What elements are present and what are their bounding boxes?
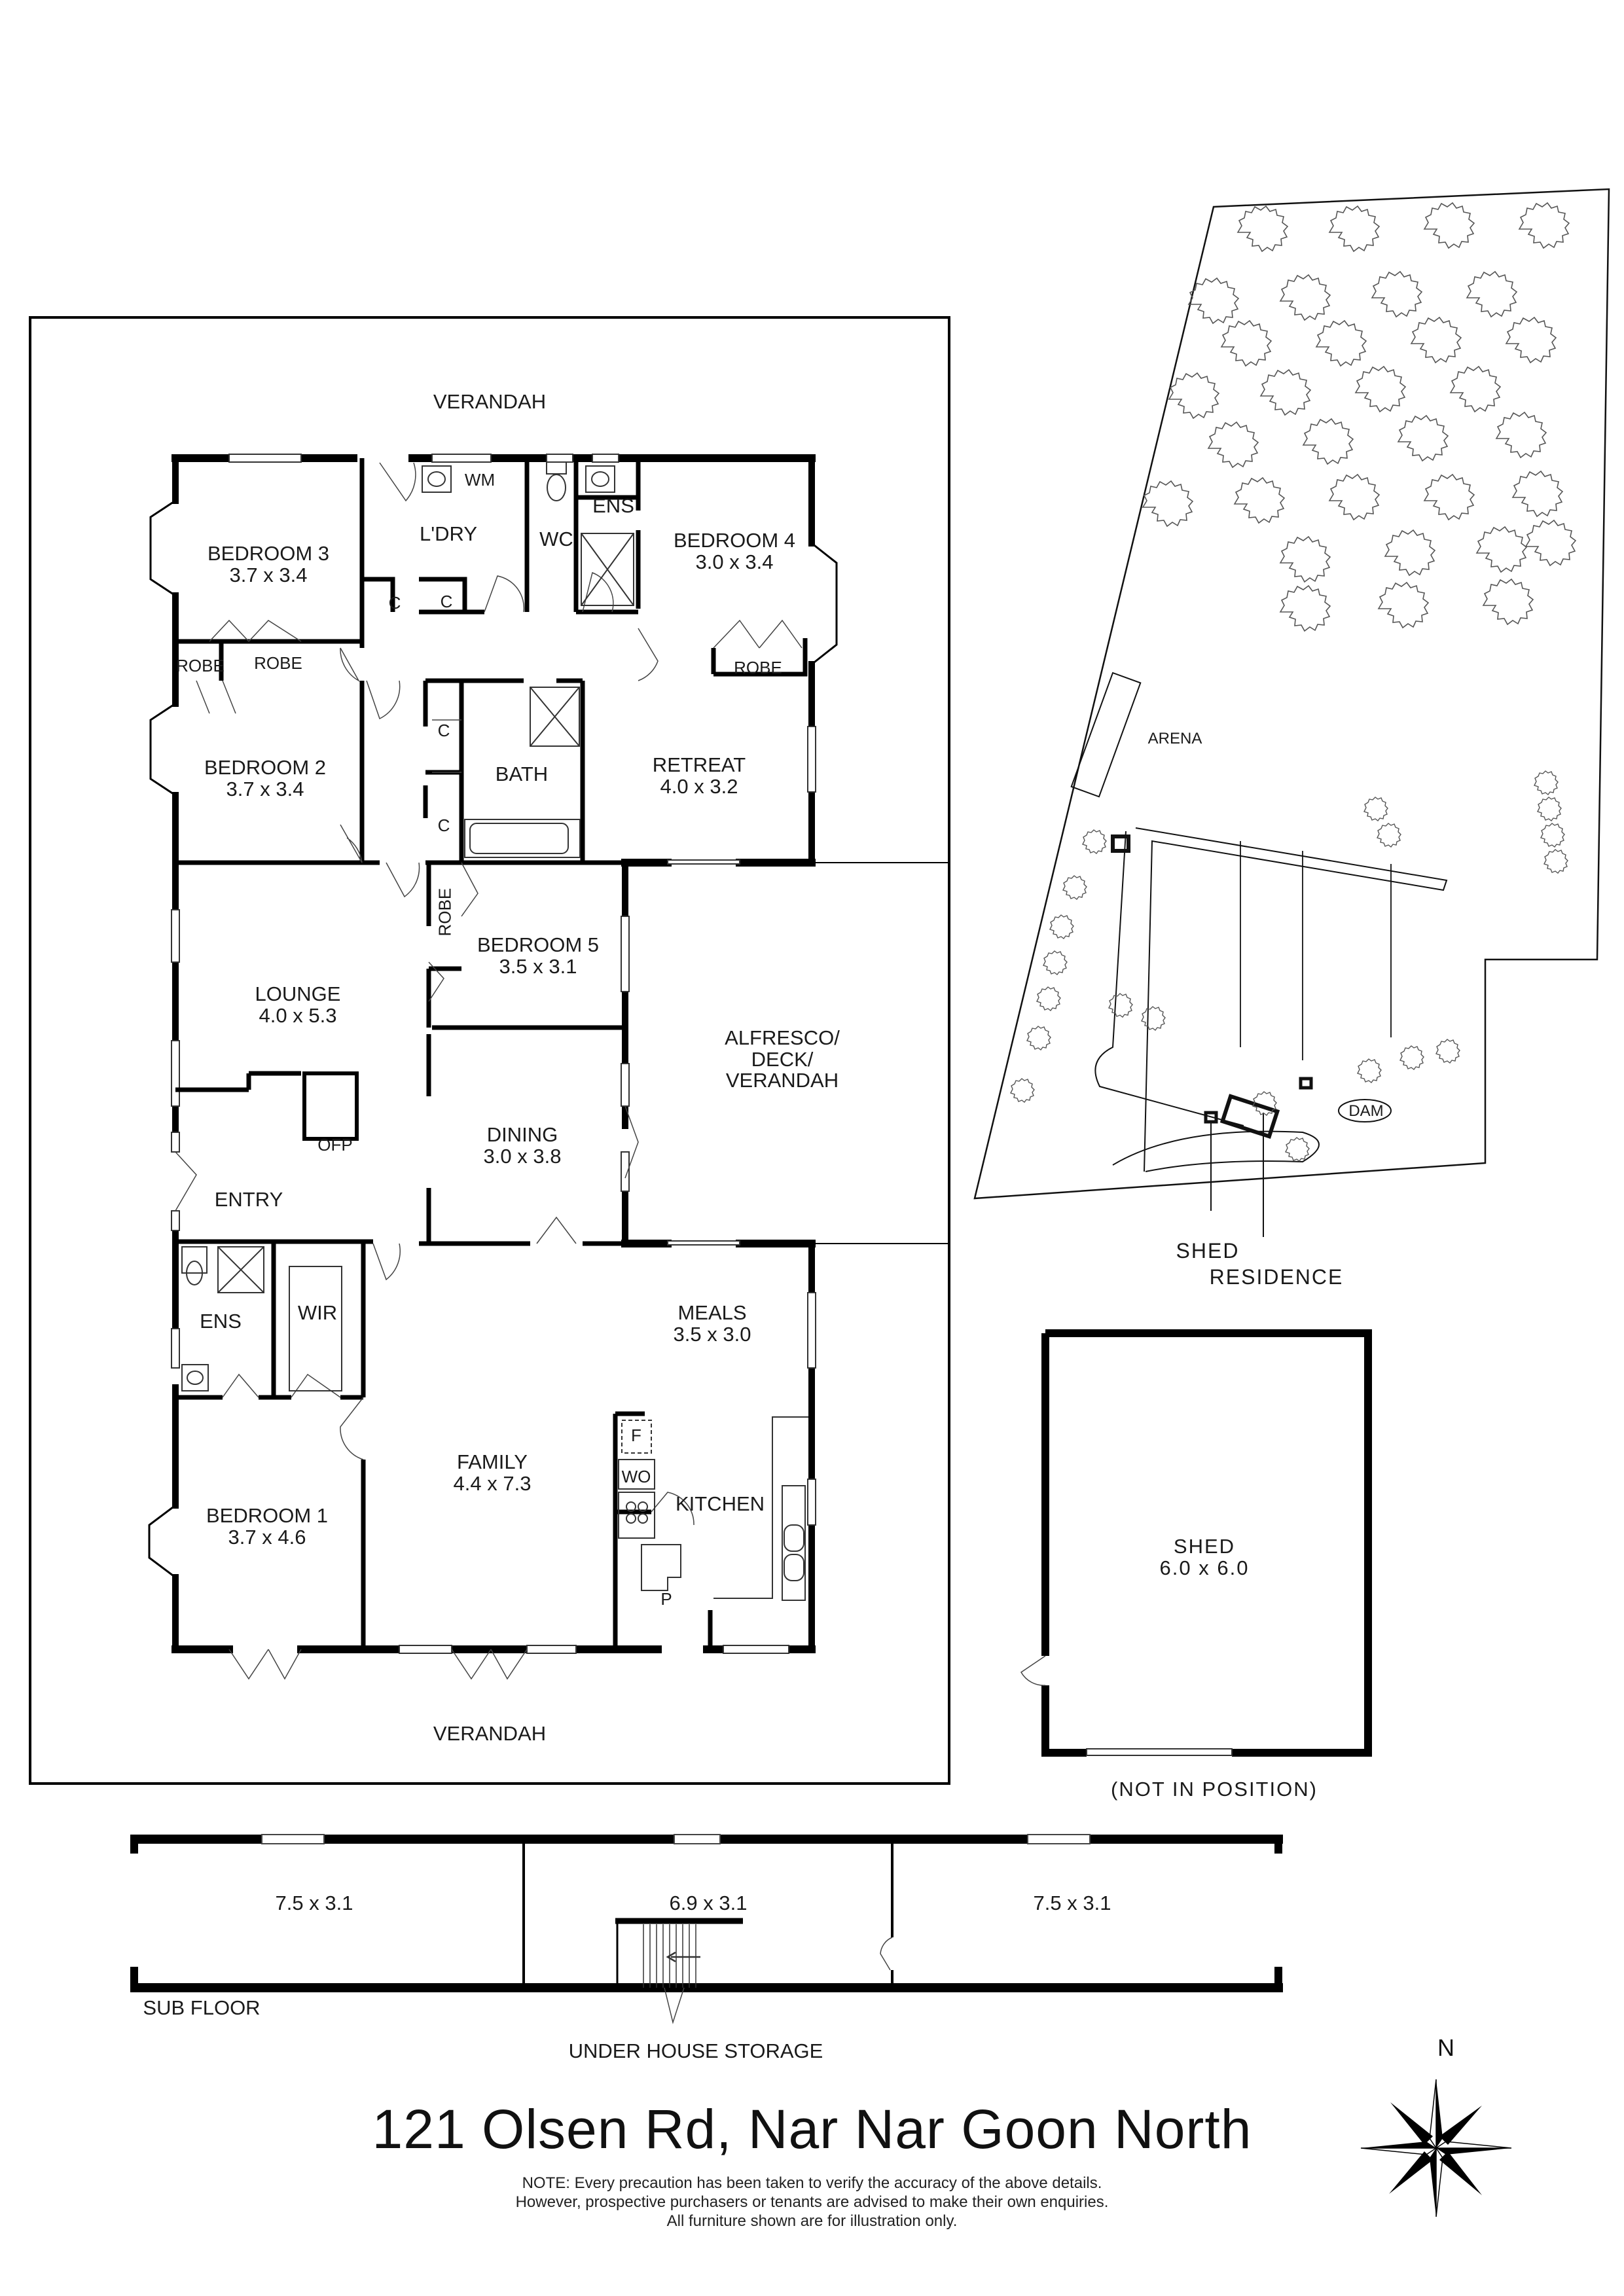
room-bedroom-1: BEDROOM 1 3.7 x 4.6 — [206, 1505, 328, 1548]
room-size: 3.5 x 3.0 — [673, 1322, 751, 1346]
sub-floor-door — [880, 1937, 893, 1971]
sub-floor-label: SUB FLOOR — [143, 1996, 261, 2019]
disclaimer-note: NOTE: Every precaution has been taken to… — [516, 2174, 1109, 2231]
room-bedroom-2: BEDROOM 2 3.7 x 3.4 — [204, 757, 326, 800]
room-lounge: LOUNGE 4.0 x 5.3 — [255, 982, 341, 1027]
room-ensuite-upper: ENS — [592, 494, 634, 517]
room-size: 3.0 x 3.8 — [483, 1144, 562, 1168]
note-line: NOTE: Every precaution has been taken to… — [522, 2174, 1102, 2192]
compass-rose-icon — [1360, 2079, 1512, 2217]
site-shed-marker — [1299, 1077, 1313, 1090]
site-shed-label: SHED — [1176, 1239, 1240, 1263]
room-size: 4.4 x 7.3 — [453, 1471, 532, 1495]
trees — [1010, 202, 1576, 1162]
stairs — [643, 1924, 700, 1988]
cupboard-label: C — [437, 816, 450, 835]
cupboard-label: C — [440, 592, 453, 611]
shed-caption: (NOT IN POSITION) — [1111, 1778, 1318, 1801]
site-plan — [973, 188, 1610, 1237]
arena-outline — [1070, 672, 1142, 798]
property-address-title: 121 Olsen Rd, Nar Nar Goon North — [372, 2098, 1252, 2160]
room-size: 3.7 x 3.4 — [229, 563, 308, 586]
room-laundry: L'DRY — [419, 522, 478, 545]
room-alfresco: ALFRESCO/ DECK/ VERANDAH — [725, 1026, 840, 1092]
door-swings — [175, 462, 803, 1680]
room-size: 3.7 x 4.6 — [228, 1525, 306, 1549]
shed-walls — [1041, 1329, 1372, 1757]
fridge-label: F — [631, 1426, 641, 1445]
room-wir: WIR — [297, 1301, 338, 1324]
room-name: BEDROOM 2 — [204, 756, 327, 779]
shed-door-opening — [1086, 1748, 1233, 1756]
room-size: 3.0 x 3.4 — [695, 550, 774, 573]
room-bedroom-5: BEDROOM 5 3.5 x 3.1 — [477, 933, 600, 978]
cupboard-label: C — [437, 721, 450, 740]
room-size: 4.0 x 3.2 — [660, 774, 738, 798]
sub-floor-room-size: 6.9 x 3.1 — [669, 1892, 748, 1914]
room-meals: MEALS 3.5 x 3.0 — [674, 1302, 751, 1345]
room-name: BEDROOM 3 — [207, 542, 330, 565]
room-bedroom-3: BEDROOM 3 3.7 x 3.4 — [208, 543, 329, 586]
sub-floor-room-size: 7.5 x 3.1 — [1033, 1892, 1111, 1914]
robe-label: ROBE — [734, 658, 782, 677]
under-house-storage-label: UNDER HOUSE STORAGE — [568, 2039, 823, 2062]
shed-room: SHED 6.0 x 6.0 — [1159, 1535, 1250, 1579]
room-wc: WC — [539, 528, 573, 550]
room-size: 3.7 x 3.4 — [226, 777, 304, 800]
room-entry: ENTRY — [214, 1188, 283, 1211]
windows — [171, 454, 816, 1654]
robe-label: ROBE — [435, 888, 455, 937]
bay-windows — [148, 499, 838, 1579]
note-line: However, prospective purchasers or tenan… — [515, 2193, 1109, 2211]
robe-label: ROBE — [254, 653, 302, 673]
dam-outline — [1338, 1099, 1392, 1122]
dam-label: DAM — [1348, 1102, 1384, 1120]
room-bedroom-4: BEDROOM 4 3.0 x 3.4 — [673, 529, 796, 573]
room-name: FAMILY — [457, 1450, 528, 1473]
room-name: MEALS — [677, 1301, 747, 1324]
room-name: SHED — [1173, 1535, 1236, 1558]
room-family: FAMILY 4.4 x 7.3 — [453, 1450, 532, 1495]
shed-side-door — [1020, 1655, 1046, 1686]
residence-marker — [1219, 1094, 1280, 1139]
interior-walls — [175, 458, 808, 1649]
verandah-top-label: VERANDAH — [433, 390, 547, 413]
room-size: 4.0 x 5.3 — [259, 1003, 337, 1027]
pantry-label: P — [660, 1589, 672, 1609]
driveway — [1094, 827, 1448, 1172]
room-line: ALFRESCO/ — [725, 1026, 840, 1049]
property-boundary — [973, 188, 1610, 1200]
room-dining: DINING 3.0 x 3.8 — [484, 1124, 562, 1167]
room-name: BEDROOM 1 — [206, 1504, 329, 1527]
sub-floor-door — [664, 1987, 685, 2024]
room-name: LOUNGE — [255, 982, 341, 1005]
compass-north-label: N — [1437, 2034, 1454, 2061]
note-line: All furniture shown are for illustration… — [666, 2212, 958, 2230]
verandah-bottom-label: VERANDAH — [433, 1722, 547, 1745]
fixtures — [181, 461, 808, 1601]
wall-oven-label: WO — [621, 1467, 651, 1486]
room-name: RETREAT — [652, 753, 746, 776]
room-retreat: RETREAT 4.0 x 3.2 — [652, 753, 746, 798]
room-ensuite-lower: ENS — [200, 1310, 242, 1333]
room-line: DECK/ — [751, 1047, 814, 1071]
open-fireplace-label: OFP — [317, 1135, 353, 1155]
arena-label: ARENA — [1147, 730, 1202, 747]
room-size: 3.5 x 3.1 — [499, 954, 577, 978]
washing-machine-label: WM — [464, 470, 496, 490]
verandah-boundary — [29, 316, 950, 1785]
room-name: BEDROOM 5 — [477, 933, 600, 956]
site-shed-marker — [1111, 834, 1130, 853]
room-size: 6.0 x 6.0 — [1159, 1556, 1250, 1579]
robe-label: ROBE — [176, 656, 225, 675]
room-name: DINING — [486, 1123, 558, 1146]
site-residence-label: RESIDENCE — [1209, 1265, 1344, 1289]
room-line: VERANDAH — [725, 1069, 839, 1092]
sub-floor-room-size: 7.5 x 3.1 — [275, 1892, 353, 1914]
room-kitchen: KITCHEN — [675, 1492, 765, 1515]
room-bath: BATH — [495, 762, 549, 785]
cupboard-label: C — [388, 593, 401, 613]
sub-floor-windows — [261, 1834, 1091, 1844]
room-name: BEDROOM 4 — [673, 529, 796, 552]
